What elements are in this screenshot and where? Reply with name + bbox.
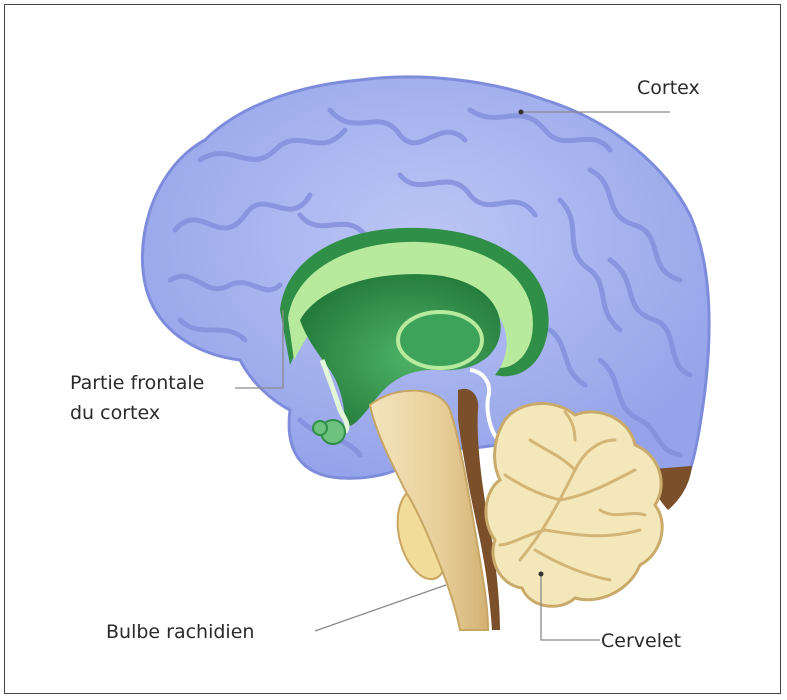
cortex-leader-dot (519, 110, 524, 115)
bulbe-leader-line (315, 585, 446, 631)
label-cervelet: Cervelet (601, 626, 681, 656)
label-frontal-line2: du cortex (70, 398, 204, 428)
cervelet-leader-dot (539, 572, 544, 577)
label-frontal-line1: Partie frontale (70, 368, 204, 398)
thalamus-shape (398, 312, 482, 368)
label-cortex: Cortex (637, 73, 700, 103)
label-frontal-cortex: Partie frontale du cortex (70, 368, 204, 428)
pituitary-small-shape (313, 421, 327, 435)
label-bulbe-rachidien: Bulbe rachidien (106, 617, 254, 647)
